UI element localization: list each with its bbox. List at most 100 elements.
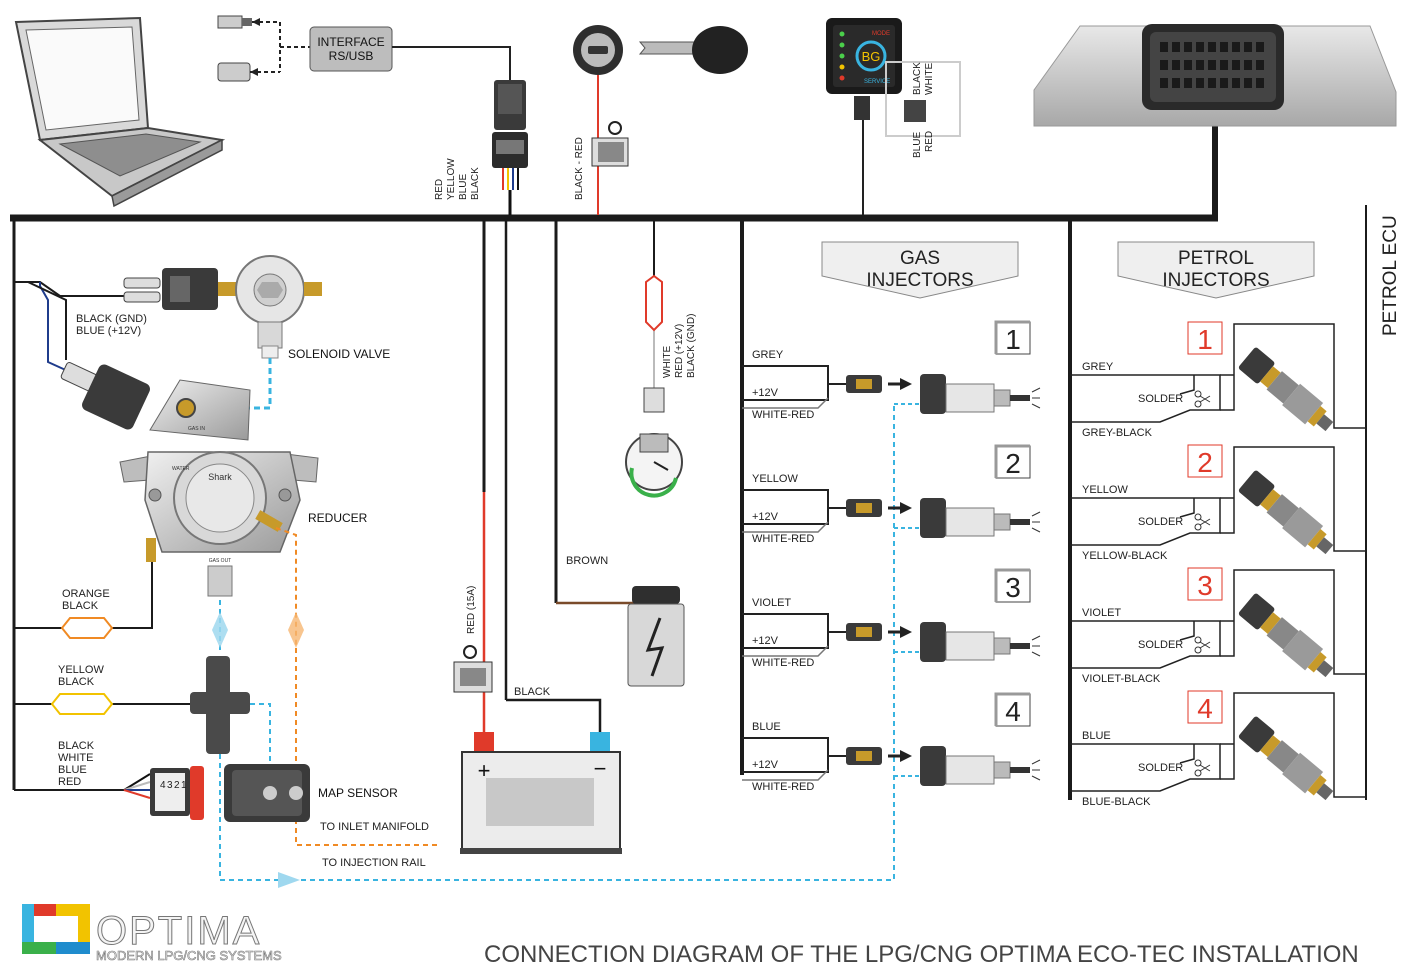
- logo-tagline: MODERN LPG/CNG SYSTEMS: [96, 948, 282, 963]
- scissors-icon: [1194, 390, 1211, 408]
- map-connector-icon: 4 3 2 1: [150, 766, 204, 820]
- optima-logo: OPTIMA MODERN LPG/CNG SYSTEMS: [22, 904, 282, 963]
- map-pin-1: 1: [181, 780, 187, 791]
- petrol-injector-number: 4: [1197, 693, 1213, 724]
- petrol-injector-number: 2: [1197, 447, 1213, 478]
- gas-injectors-title-2: INJECTORS: [866, 270, 973, 291]
- switch-mode: MODE: [872, 31, 890, 37]
- injection-rail-label: TO INJECTION RAIL: [322, 857, 426, 869]
- interface-label-1: INTERFACE: [317, 35, 384, 49]
- level-sensor-icon: [625, 387, 683, 498]
- petrol-injector-row-3: VIOLET SOLDER VIOLET-BLACK 3: [1070, 567, 1366, 685]
- map-wire-black: BLACK: [58, 740, 95, 752]
- filter-wire-black: BLACK: [58, 676, 95, 688]
- key-icon: [638, 26, 748, 74]
- page-title: CONNECTION DIAGRAM OF THE LPG/CNG OPTIMA…: [484, 941, 1359, 968]
- key-wire-label: BLACK - RED: [574, 137, 585, 200]
- conn-wire-blue: BLUE: [458, 174, 469, 200]
- petrol-injector-icon: [1238, 470, 1334, 555]
- gas-return-wire: WHITE-RED: [752, 657, 814, 669]
- filter-wire-yellow: YELLOW: [58, 664, 104, 676]
- usb-plug-icon: [217, 15, 280, 29]
- switch-logo: BG: [862, 49, 881, 64]
- petrol-injector-icon: [1238, 593, 1334, 678]
- reducer: Shark GAS OUT GAS IN WATER: [60, 362, 319, 597]
- solenoid-wire-1: BLACK (GND): [76, 313, 147, 325]
- reducer-label: REDUCER: [308, 511, 368, 525]
- temp-wire-black: BLACK: [62, 600, 99, 612]
- temp-wire-orange: ORANGE: [62, 588, 110, 600]
- switch-panel: BG MODE SERVICE: [826, 18, 902, 120]
- gas-signal-wire: VIOLET: [752, 597, 791, 609]
- petrol-injector-number: 1: [1197, 324, 1213, 355]
- interface-box: INTERFACE RS/USB: [309, 26, 393, 72]
- switch-wire-blue: BLUE: [912, 132, 923, 158]
- petrol-return-wire: VIOLET-BLACK: [1082, 673, 1161, 685]
- interface-label-2: RS/USB: [329, 49, 374, 63]
- gas-injector-row-3: VIOLET +12V WHITE-RED 3: [742, 568, 1041, 669]
- map-wire-white: WHITE: [58, 752, 93, 764]
- solder-label: SOLDER: [1138, 516, 1183, 528]
- gas-injector-icon: [920, 498, 1041, 538]
- conn-wire-yellow: YELLOW: [446, 158, 457, 200]
- petrol-injectors-header: PETROL INJECTORS: [1117, 241, 1315, 299]
- gas-plus-wire: +12V: [752, 635, 779, 647]
- diagnostic-connector-icon: [492, 80, 528, 215]
- solder-label: SOLDER: [1138, 639, 1183, 651]
- gas-injectors-title-1: GAS: [900, 248, 940, 269]
- switch-service: SERVICE: [864, 79, 890, 85]
- battery-fuse-icon: [453, 645, 493, 693]
- map-wire-blue: BLUE: [58, 764, 87, 776]
- gas-signal-wire: BLUE: [752, 721, 781, 733]
- petrol-signal-wire: VIOLET: [1082, 607, 1121, 619]
- petrol-injectors-title-1: PETROL: [1178, 248, 1254, 269]
- conn-wire-black: BLACK: [470, 167, 481, 200]
- laptop-icon: [14, 16, 226, 208]
- solenoid-label: SOLENOID VALVE: [288, 347, 390, 361]
- gas-plus-wire: +12V: [752, 759, 779, 771]
- petrol-signal-wire: BLUE: [1082, 730, 1111, 742]
- gas-ecu: [1033, 24, 1397, 127]
- petrol-return-wire: GREY-BLACK: [1082, 427, 1153, 439]
- gas-injectors-header: GAS INJECTORS: [821, 241, 1019, 299]
- gas-injector-icon: [920, 374, 1041, 414]
- petrol-signal-wire: YELLOW: [1082, 484, 1128, 496]
- ignition-coil-icon: [627, 586, 685, 687]
- gas-injector-number: 4: [1005, 696, 1021, 727]
- coil-wire-label: BROWN: [566, 555, 608, 567]
- petrol-return-wire: BLUE-BLACK: [1082, 796, 1151, 808]
- reducer-brand: Shark: [208, 472, 232, 482]
- petrol-return-wire: YELLOW-BLACK: [1082, 550, 1168, 562]
- petrol-injector-number: 3: [1197, 570, 1213, 601]
- gas-injector-number: 3: [1005, 572, 1021, 603]
- map-pin-3: 3: [167, 780, 173, 791]
- battery-icon: + −: [460, 732, 622, 854]
- petrol-injectors-title-2: INJECTORS: [1162, 270, 1269, 291]
- scissors-icon: [1194, 636, 1211, 654]
- petrol-injector-icon: [1238, 716, 1334, 801]
- gas-plus-wire: +12V: [752, 387, 779, 399]
- inlet-manifold-label: TO INLET MANIFOLD: [320, 821, 429, 833]
- gas-injector-number: 1: [1005, 324, 1021, 355]
- petrol-injector-row-2: YELLOW SOLDER YELLOW-BLACK 2: [1070, 444, 1366, 562]
- level-wire-white: WHITE: [662, 345, 673, 378]
- map-pin-4: 4: [160, 780, 166, 791]
- key-fuse-icon: [591, 121, 629, 167]
- fuse-wire-label: RED (15A): [466, 586, 477, 634]
- map-pin-2: 2: [174, 780, 180, 791]
- solder-label: SOLDER: [1138, 393, 1183, 405]
- solenoid-valve: [14, 255, 322, 373]
- switch-wire-red: RED: [924, 131, 935, 152]
- solenoid-wire-2: BLUE (+12V): [76, 325, 141, 337]
- switch-wire-black: BLACK: [912, 62, 923, 95]
- conn-wire-red: RED: [434, 179, 445, 200]
- gas-signal-wire: GREY: [752, 349, 784, 361]
- level-wire-black: BLACK (GND): [686, 314, 697, 378]
- gas-plus-wire: +12V: [752, 511, 779, 523]
